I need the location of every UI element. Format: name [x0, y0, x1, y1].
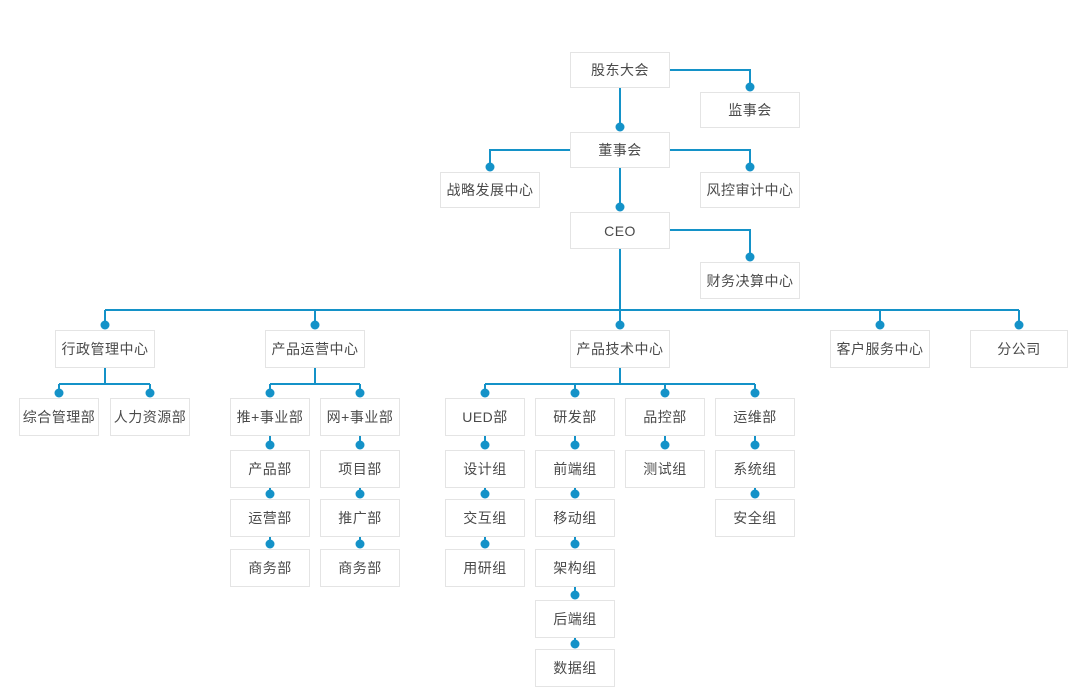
connector-dots [54, 82, 1024, 649]
org-node-ued-dept: UED部 [445, 398, 525, 436]
org-node-supervisory-board: 监事会 [700, 92, 800, 128]
org-node-business-dept-wang: 商务部 [320, 549, 400, 587]
org-node-mobile-team: 移动组 [535, 499, 615, 537]
org-node-security-team: 安全组 [715, 499, 795, 537]
org-node-product-ops-center: 产品运营中心 [265, 330, 365, 368]
org-node-hr-dept: 人力资源部 [110, 398, 190, 436]
org-node-finance-center: 财务决算中心 [700, 262, 800, 299]
org-node-ceo: CEO [570, 212, 670, 249]
org-node-ops-dept: 运维部 [715, 398, 795, 436]
org-node-customer-service-center: 客户服务中心 [830, 330, 930, 368]
org-node-product-dept: 产品部 [230, 450, 310, 488]
org-node-data-team: 数据组 [535, 649, 615, 687]
org-node-system-team: 系统组 [715, 450, 795, 488]
org-node-product-tech-center: 产品技术中心 [570, 330, 670, 368]
org-node-general-admin-dept: 综合管理部 [19, 398, 99, 436]
org-node-rd-dept: 研发部 [535, 398, 615, 436]
org-node-testing-team: 测试组 [625, 450, 705, 488]
org-node-board-of-directors: 董事会 [570, 132, 670, 168]
org-node-project-dept: 项目部 [320, 450, 400, 488]
org-node-tui-division: 推+事业部 [230, 398, 310, 436]
org-node-user-research-team: 用研组 [445, 549, 525, 587]
org-node-architecture-team: 架构组 [535, 549, 615, 587]
org-node-strategy-center: 战略发展中心 [440, 172, 540, 208]
org-node-interaction-team: 交互组 [445, 499, 525, 537]
org-node-frontend-team: 前端组 [535, 450, 615, 488]
org-node-branch-company: 分公司 [970, 330, 1068, 368]
org-node-admin-center: 行政管理中心 [55, 330, 155, 368]
org-node-operations-dept: 运营部 [230, 499, 310, 537]
org-node-qc-dept: 品控部 [625, 398, 705, 436]
org-node-business-dept-tui: 商务部 [230, 549, 310, 587]
org-node-wang-division: 网+事业部 [320, 398, 400, 436]
org-node-risk-audit-center: 风控审计中心 [700, 172, 800, 208]
org-node-backend-team: 后端组 [535, 600, 615, 638]
org-node-promotion-dept: 推广部 [320, 499, 400, 537]
org-node-shareholders-meeting: 股东大会 [570, 52, 670, 88]
org-node-design-team: 设计组 [445, 450, 525, 488]
